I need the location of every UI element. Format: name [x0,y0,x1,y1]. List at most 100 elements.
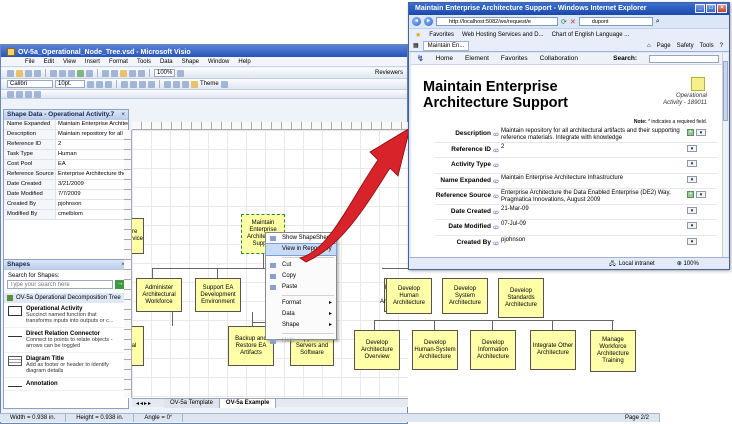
add-icon[interactable]: + [687,191,694,198]
field-value-reference-id[interactable]: 2 [501,143,505,150]
browser-tab[interactable]: Maintain En... [422,40,470,51]
diagram-node[interactable]: Manage Workforce Architecture Training [590,330,636,372]
tools-menu[interactable]: Tools [699,42,714,49]
dropdown-icon[interactable]: ▾ [687,222,697,229]
menu-item-copy[interactable]: Copy [266,271,336,282]
field-link-icon[interactable]: ꭃ [493,147,499,154]
paste-icon[interactable] [68,69,75,77]
field-value-reference-source[interactable]: Enterprise Architecture the Data Enabled… [501,190,671,203]
theme-label[interactable]: Theme [200,81,219,87]
field-value-description[interactable]: Maintain repository for all architectura… [501,128,680,141]
diagram-node[interactable]: Develop Human-System Architecture [412,330,458,370]
menu-file[interactable]: File [25,58,35,65]
rotate-icon[interactable] [25,90,32,98]
page-scrollbar[interactable] [722,53,728,259]
dropdown-icon[interactable]: ▾ [696,191,706,198]
nav-favorites[interactable]: Favorites [500,55,528,62]
fav-link-web-hosting[interactable]: Web Hosting Services and D... [461,31,544,38]
pointer-icon[interactable] [102,69,109,77]
nav-home[interactable]: Home [435,55,454,62]
menu-item-cut[interactable]: Cut [266,260,336,271]
search-icon[interactable]: ⌕ [655,17,660,25]
italic-icon[interactable] [96,80,103,88]
diagram-node[interactable]: Develop Human Architecture [386,278,432,314]
shape-data-value[interactable]: Enterprise Architecture the D [58,171,128,177]
stencil-item-annotation[interactable]: Annotation [4,378,128,391]
menu-shape[interactable]: Shape [181,58,200,65]
line-weight-icon[interactable] [173,80,180,88]
shape-data-value[interactable]: EA [58,161,66,167]
back-icon[interactable]: ◂ [412,17,421,26]
shape-data-value[interactable]: Maintain Enterprise Architect [58,121,128,127]
diagram-node[interactable]: Develop Information Architecture [470,330,516,370]
field-link-icon[interactable]: ꭃ [493,132,499,138]
group-icon[interactable] [16,90,23,98]
diagram-node[interactable]: Develop Standards Architecture [498,278,544,318]
shape-data-value[interactable]: 3/21/2009 [58,181,84,187]
stencil-title[interactable]: OV-5a Operational Decomposition Tree [4,293,128,303]
menu-item-shape[interactable]: Shape▸ [266,320,336,331]
shape-data-value[interactable]: cmelblom [58,211,83,217]
menu-window[interactable]: Window [208,58,230,65]
refresh-icon[interactable]: ⟳ [561,18,567,26]
field-link-icon[interactable]: ꭃ [493,194,499,200]
diagram-node[interactable]: Administer Architectural Workforce [136,278,182,312]
text-tool-icon[interactable] [120,69,127,77]
diagram-node[interactable]: Develop System Architecture [442,278,488,314]
minimize-icon[interactable]: _ [695,4,705,13]
copy-icon[interactable] [59,69,66,77]
print-icon[interactable] [34,69,41,77]
menu-item-data[interactable]: Data▸ [266,309,336,320]
menu-item-show-shapesheet[interactable]: Show ShapeSheet [266,233,336,244]
menu-insert[interactable]: Insert [84,58,100,65]
field-link-icon[interactable]: ꭃ [493,240,499,247]
align-right-icon[interactable] [139,80,146,88]
field-value-date-modified[interactable]: 07-Jul-09 [501,221,527,227]
line-color-icon[interactable] [129,69,136,77]
scrollbar-thumb[interactable] [723,61,728,121]
help-icon[interactable] [177,69,185,77]
shape-data-value[interactable]: pjohnson [58,201,82,207]
font-size-select[interactable]: 10pt. [55,80,85,88]
line-pattern-icon[interactable] [182,80,189,88]
tab-ov5a-template[interactable]: OV-5a Template [164,398,220,408]
save-icon[interactable] [25,69,32,77]
menu-edit[interactable]: Edit [43,58,55,65]
zoom-level[interactable]: ⊕ 100% [677,260,699,267]
app-logo-icon[interactable]: ↯ [417,54,424,63]
dropdown-icon[interactable]: ▾ [687,206,697,214]
field-value-created-by[interactable]: pjohnson [501,236,526,243]
font-name-select[interactable]: Calibri [7,80,53,88]
redo-icon[interactable] [86,69,93,77]
address-bar[interactable]: http://localhost:5082/ws/request/e [436,17,558,26]
page-menu[interactable]: Page [656,42,671,49]
field-value-activity-type[interactable] [501,158,687,172]
favorites-star-icon[interactable]: ★ [415,31,422,39]
field-link-icon[interactable]: ꭃ [493,178,499,185]
fill-color-icon[interactable] [138,69,145,77]
maximize-icon[interactable]: □ [706,4,716,13]
diagram-node[interactable]: ral [132,326,144,366]
diagram-node[interactable]: ure Service [132,218,144,254]
field-value-name-expanded[interactable]: Maintain Enterprise Architecture Infrast… [501,174,624,181]
underline-icon[interactable] [105,80,112,88]
forward-icon[interactable]: ▸ [424,17,433,26]
dropdown-icon[interactable]: ▾ [696,129,706,136]
tab-ov5a-example[interactable]: OV-5a Example [219,398,277,408]
close-icon[interactable]: × [121,111,125,118]
shape-data-value[interactable]: 7/7/2009 [58,191,81,197]
menu-format[interactable]: Format [108,58,128,65]
diagram-node[interactable]: Support EA Development Environment [195,278,241,312]
zoom-select[interactable]: 100% [154,69,176,77]
reviewers-label[interactable]: Reviewers [374,70,403,76]
undo-icon[interactable] [77,69,84,77]
